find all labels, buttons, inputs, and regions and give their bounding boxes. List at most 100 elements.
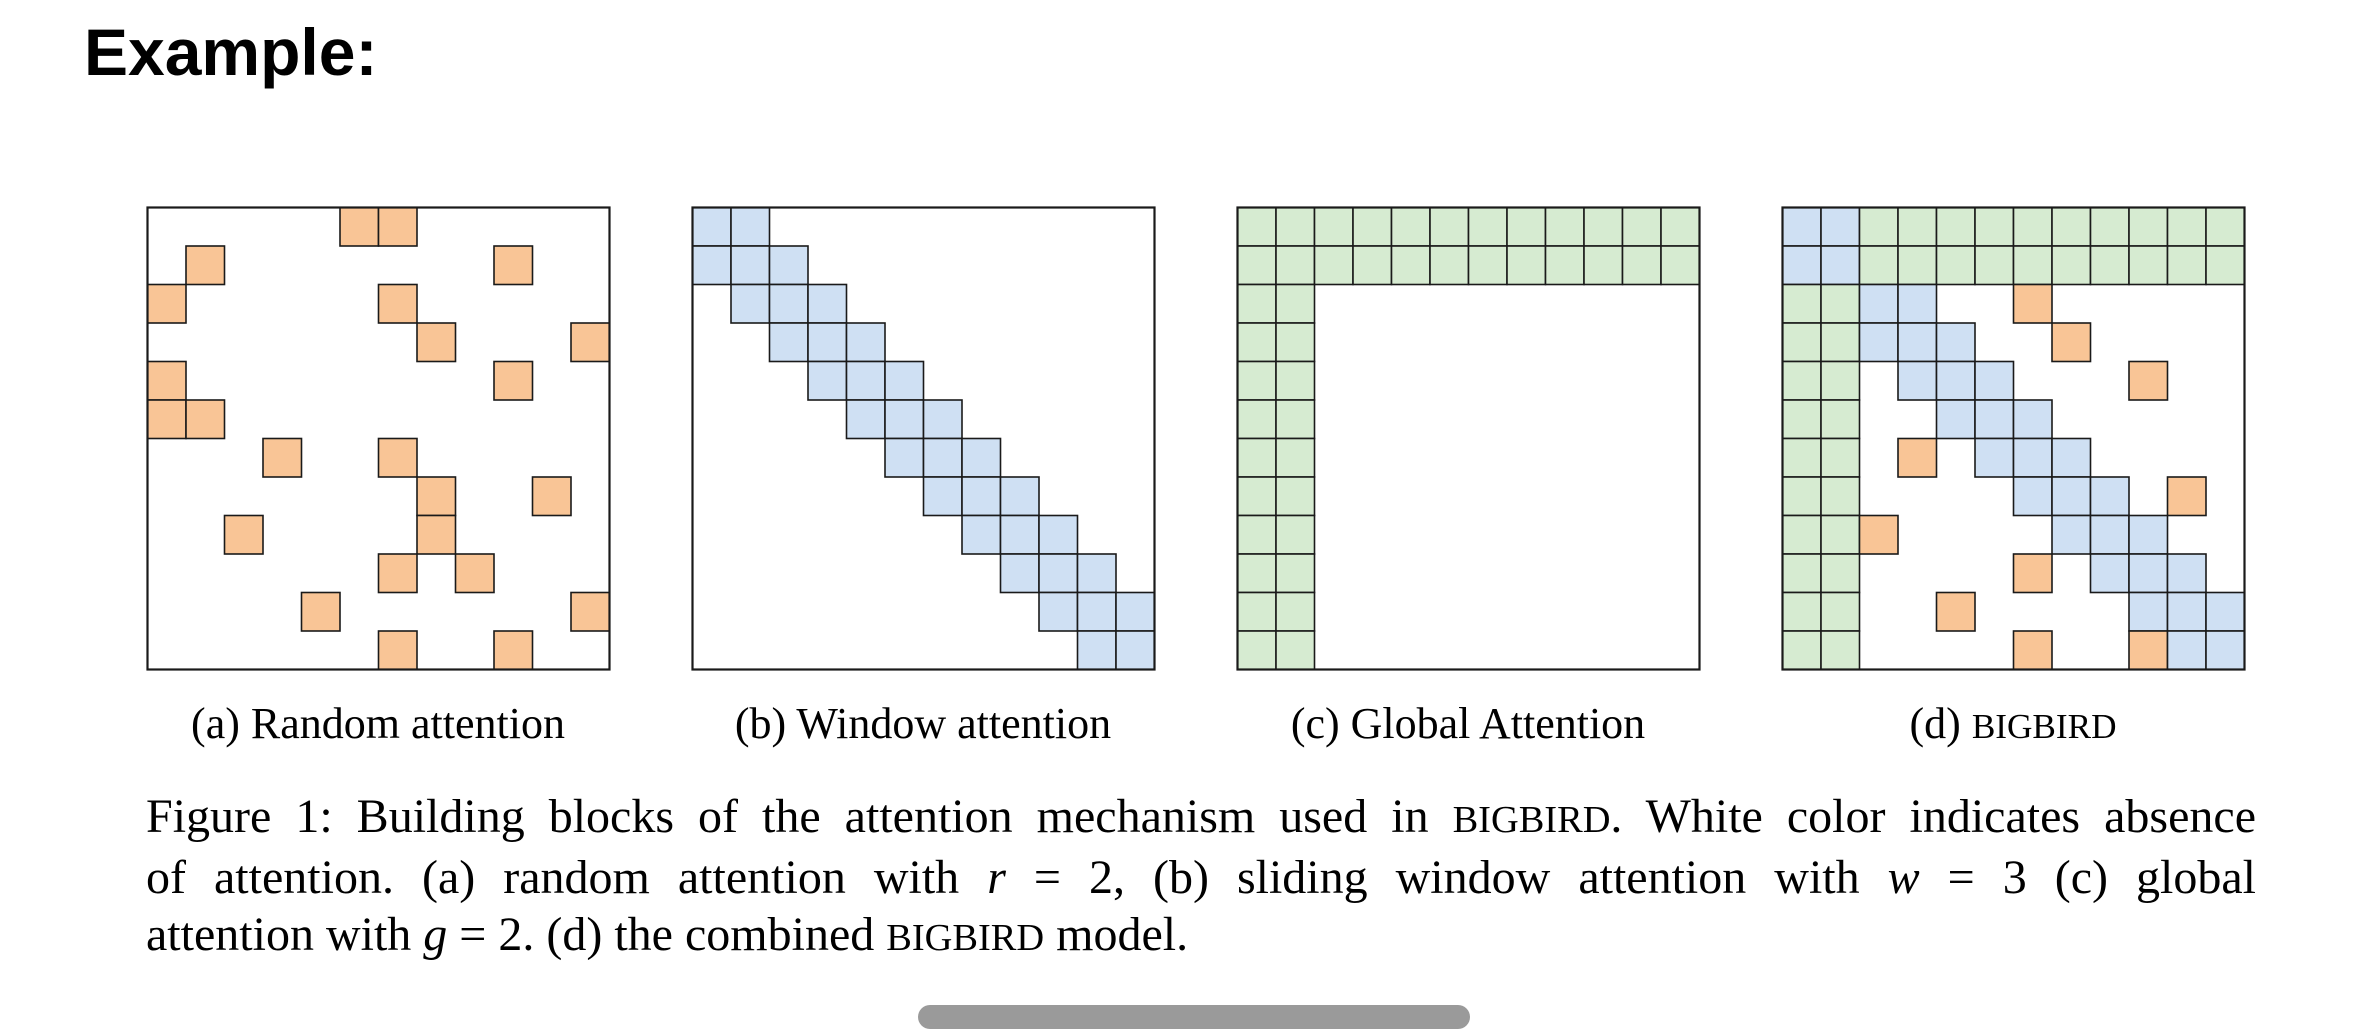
attention-cell-global — [1583, 245, 1624, 286]
attention-cell-random — [416, 514, 457, 555]
attention-cell-global — [1467, 206, 1508, 247]
attention-cell-window — [961, 437, 1002, 478]
attention-cell-global — [1781, 360, 1822, 401]
attention-cell-window — [1781, 245, 1822, 286]
attention-cell-window — [807, 322, 848, 363]
attention-cell-global — [1781, 514, 1822, 555]
attention-cell-window — [1781, 206, 1822, 247]
matrix-svg-random — [146, 206, 611, 671]
attention-cell-random — [1935, 591, 1976, 632]
attention-cell-global — [1660, 245, 1701, 286]
attention-cell-global — [1275, 283, 1316, 324]
subcaption-a: (a) Random attention — [78, 696, 678, 752]
caption-l3-mid: = 2. (d) the combined — [447, 908, 887, 961]
caption-l2-post: = 3 (c) global — [1919, 851, 2256, 904]
attention-cell-window — [2166, 630, 2207, 671]
attention-cell-window — [730, 283, 771, 324]
attention-cell-random — [377, 206, 418, 247]
matrix-svg-global — [1236, 206, 1701, 671]
attention-cell-random — [262, 437, 303, 478]
attention-cell-window — [2012, 476, 2053, 517]
attention-cell-random — [377, 283, 418, 324]
caption-line-1: Figure 1: Building blocks of the attenti… — [146, 788, 2256, 849]
attention-cell-window — [691, 206, 732, 247]
attention-cell-window — [1076, 630, 1117, 671]
attention-cell-global — [1820, 437, 1861, 478]
matrix-border — [691, 206, 1156, 671]
attention-cell-global — [2205, 206, 2246, 247]
attention-cell-window — [922, 437, 963, 478]
attention-cell-window — [768, 245, 809, 286]
caption-l3-post: model. — [1044, 908, 1189, 961]
attention-cell-window — [2166, 553, 2207, 594]
caption-l1-smallcaps: BIGBIRD — [1452, 799, 1611, 841]
attention-cell-window — [884, 399, 925, 440]
attention-cell-window — [768, 283, 809, 324]
attention-cell-random — [377, 553, 418, 594]
attention-cell-global — [1236, 322, 1277, 363]
subcaption-b: (b) Window attention — [623, 696, 1223, 752]
attention-cell-global — [1544, 206, 1585, 247]
attention-cell-global — [1660, 206, 1701, 247]
attention-matrix-random — [146, 206, 611, 672]
attention-cell-global — [1275, 206, 1316, 247]
attention-cell-global — [1275, 322, 1316, 363]
attention-cell-window — [1935, 399, 1976, 440]
attention-cell-window — [1076, 591, 1117, 632]
attention-cell-window — [1038, 591, 1079, 632]
attention-cell-window — [2128, 591, 2169, 632]
attention-cell-global — [1236, 399, 1277, 440]
attention-cell-global — [2089, 206, 2130, 247]
attention-cell-global — [1858, 206, 1899, 247]
attention-cell-global — [2089, 245, 2130, 286]
attention-cell-window — [961, 514, 1002, 555]
attention-cell-window — [1897, 322, 1938, 363]
attention-cell-global — [1275, 245, 1316, 286]
matrix-svg-bigbird — [1781, 206, 2246, 671]
subcaption-b-text: (b) Window attention — [734, 699, 1112, 748]
caption-l2-mid: = 2, (b) sliding window attention with — [1005, 851, 1888, 904]
caption-line-2: of attention. (a) random attention with … — [146, 849, 2256, 906]
attention-cell-random — [570, 591, 611, 632]
attention-cell-global — [2051, 245, 2092, 286]
attention-cell-global — [1236, 283, 1277, 324]
attention-cell-global — [2128, 206, 2169, 247]
horizontal-scrollbar-thumb[interactable] — [918, 1005, 1470, 1029]
attention-cell-window — [1038, 553, 1079, 594]
attention-cell-global — [1897, 206, 1938, 247]
attention-cell-window — [1858, 283, 1899, 324]
attention-cell-global — [1858, 245, 1899, 286]
attention-cell-random — [2012, 283, 2053, 324]
attention-cell-random — [2012, 630, 2053, 671]
attention-cell-global — [1820, 322, 1861, 363]
attention-cell-random — [416, 322, 457, 363]
attention-cell-random — [2012, 553, 2053, 594]
attention-cell-random — [146, 399, 187, 440]
attention-cell-global — [1236, 206, 1277, 247]
attention-cell-window — [999, 553, 1040, 594]
attention-cell-global — [2166, 245, 2207, 286]
attention-cell-random — [377, 437, 418, 478]
attention-cell-global — [1621, 206, 1662, 247]
attention-cell-random — [223, 514, 264, 555]
attention-cell-global — [1236, 476, 1277, 517]
attention-cell-window — [1897, 283, 1938, 324]
attention-cell-global — [1781, 591, 1822, 632]
attention-cell-global — [1897, 245, 1938, 286]
attention-cell-global — [2205, 245, 2246, 286]
attention-cell-window — [1935, 322, 1976, 363]
attention-cell-random — [1858, 514, 1899, 555]
subcaption-c: (c) Global Attention — [1168, 696, 1768, 752]
attention-cell-window — [1897, 360, 1938, 401]
attention-cell-global — [1313, 245, 1354, 286]
attention-cell-window — [2012, 399, 2053, 440]
attention-cell-window — [1820, 206, 1861, 247]
attention-cell-random — [2166, 476, 2207, 517]
attention-cell-window — [2205, 630, 2246, 671]
attention-cell-window — [2051, 437, 2092, 478]
attention-cell-global — [2051, 206, 2092, 247]
attention-cell-global — [2012, 206, 2053, 247]
attention-cell-global — [1820, 553, 1861, 594]
attention-cell-global — [1621, 245, 1662, 286]
subcaption-d-text: (d) — [1909, 699, 1972, 748]
